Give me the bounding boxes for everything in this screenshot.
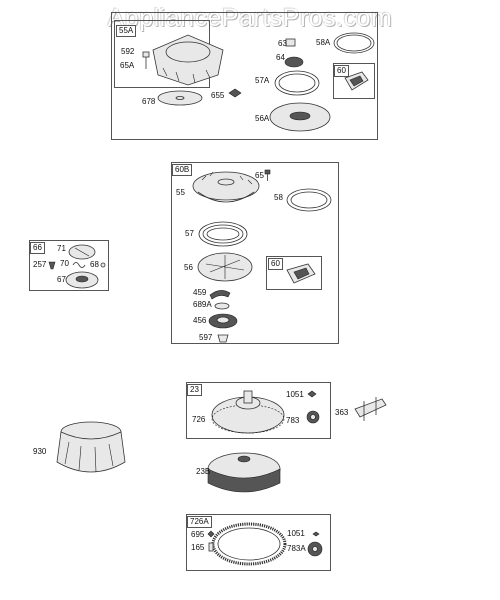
gear-71-part [68,244,96,260]
group-middle-assembly [171,162,339,344]
group-top-sub-box [333,63,375,99]
pulley-56-part [197,252,253,282]
label-65: 65 [255,171,264,180]
spring-57a-part [274,70,320,96]
label-930: 930 [33,447,47,456]
spring-64-part [284,56,304,68]
spring-63-part [285,38,296,47]
label-689a: 689A [193,300,212,309]
group-tag-726a: 726A [187,516,212,528]
label-65a: 65A [120,61,135,70]
label-64: 64 [276,53,285,62]
label-695: 695 [191,530,205,539]
label-68: 68 [90,260,99,269]
handle-60-middle-part [286,263,316,284]
rope-58a-part [333,32,375,54]
label-726: 726 [192,415,206,424]
dot-68-part [100,262,106,268]
label-58: 58 [274,193,283,202]
label-56: 56 [184,263,193,272]
label-456: 456 [193,316,207,325]
bracket-363-part [354,397,387,421]
pulley-56a-part [269,102,331,132]
pin-165-part [208,542,214,552]
label-655: 655 [211,91,225,100]
label-783a: 783A [287,544,306,553]
screw-597-part [217,334,229,343]
washer-678-part [157,90,203,106]
group-tag-60-middle: 60 [268,258,283,270]
pawl-459-part [209,290,231,300]
clip-655-part [228,88,242,98]
group-tag-60-top: 60 [334,65,349,77]
label-257: 257 [33,260,47,269]
flywheel-23b-part [207,452,281,493]
label-67: 67 [57,275,66,284]
gear-783a-part [307,541,323,557]
group-tag-60b: 60B [172,164,193,176]
nut-695-part [207,530,215,538]
label-363: 363 [335,408,349,417]
label-63: 63 [278,39,287,48]
label-56a: 56A [255,114,270,123]
label-58a: 58A [316,38,331,47]
rope-58-part [286,188,332,212]
group-left-assembly [29,240,109,291]
nut-1051-top-part [307,390,317,398]
label-71: 71 [57,244,66,253]
cup-456-part [208,313,238,329]
spring-70-part [72,262,86,268]
label-165: 165 [191,543,205,552]
screen-930-part [56,421,126,473]
washer-689a-part [214,302,230,310]
label-23b: 23B [196,467,211,476]
gear-783-part [306,410,320,424]
bolt-65-part [264,169,271,181]
group-tag-55a: 55A [116,25,137,37]
bolt-part [142,51,150,69]
group-ring-gear-assembly [186,514,331,571]
spring-57-part [198,221,248,247]
group-flywheel-assembly [186,382,331,439]
label-783: 783 [286,416,300,425]
group-middle-sub-box [266,256,322,290]
ring-gear-part [211,522,287,566]
label-459: 459 [193,288,207,297]
housing-55-part [192,171,260,203]
blower-housing-part [152,34,224,86]
label-1051-top: 1051 [286,390,304,399]
nut-1051-bottom-part [312,531,320,537]
label-57a: 57A [255,76,270,85]
label-55: 55 [176,188,185,197]
label-678: 678 [142,97,156,106]
screw-257-part [48,261,56,270]
group-tag-23: 23 [187,384,202,396]
watermark: AppliancePartsPros.com [107,4,393,32]
handle-60-top-part [344,71,369,91]
label-1051-bottom: 1051 [287,529,305,538]
label-70: 70 [60,259,69,268]
group-top-assembly [111,12,378,140]
label-57: 57 [185,229,194,238]
label-597: 597 [199,333,213,342]
base-67-part [65,271,99,289]
flywheel-726-part [211,390,285,434]
group-tag-66: 66 [30,242,45,254]
label-592: 592 [121,47,135,56]
